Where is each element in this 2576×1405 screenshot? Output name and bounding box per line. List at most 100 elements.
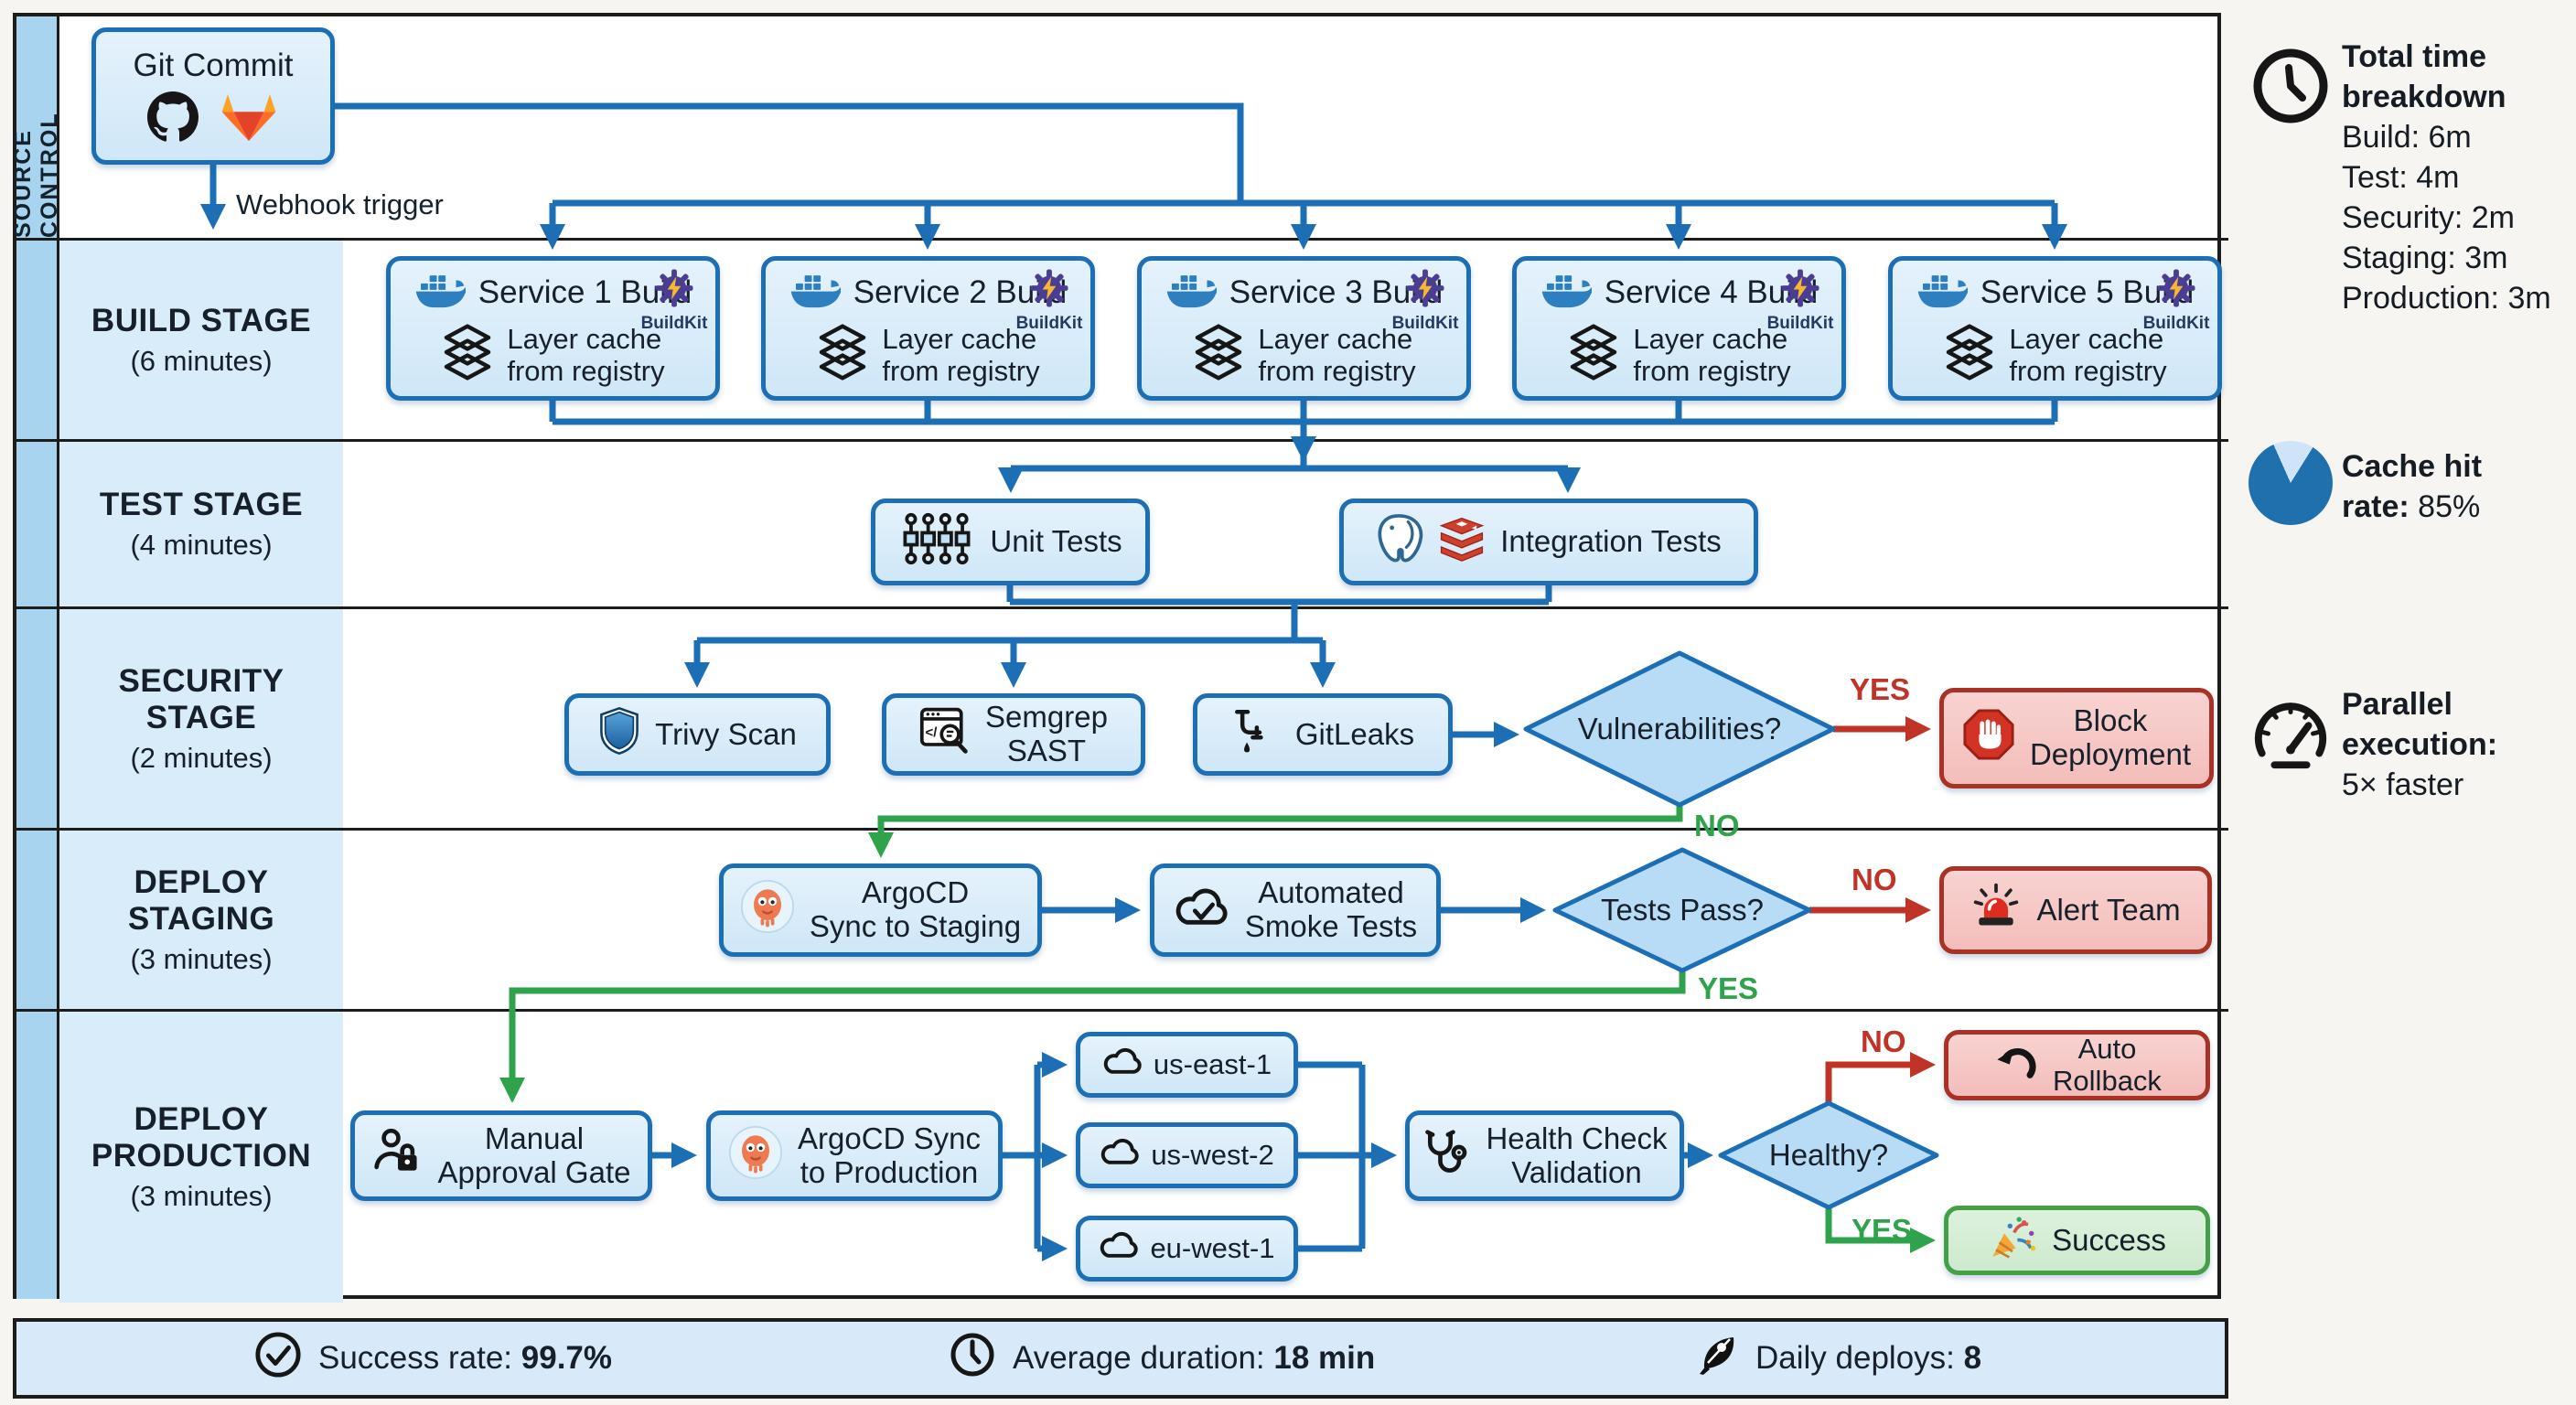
stethoscope-icon — [1422, 1128, 1471, 1185]
github-icon — [147, 91, 199, 150]
stop-hand-icon — [1962, 708, 2015, 768]
webhook-trigger-label: Webhook trigger — [236, 188, 444, 220]
region-eu-west-1-node[interactable]: eu-west-1 — [1076, 1216, 1298, 1282]
docker-icon — [1916, 269, 1969, 316]
band-test — [59, 442, 343, 606]
buildkit-badge: BuildKit — [1015, 268, 1083, 333]
layer-cache-icon — [816, 324, 869, 388]
buildkit-badge: BuildKit — [1766, 268, 1834, 333]
stage-label-staging: DEPLOY STAGING (3 minutes) — [127, 863, 275, 975]
edge-label-no-tests-pass: NO — [1852, 863, 1897, 896]
healthy-decision-label[interactable]: Healthy? — [1768, 1138, 1889, 1172]
layer-cache-icon — [1567, 324, 1620, 388]
postgresql-icon — [1376, 513, 1423, 572]
clock-icon — [949, 1331, 996, 1387]
unit-tests-node[interactable]: Unit Tests — [871, 499, 1150, 585]
band-build — [59, 241, 343, 439]
edge-label-yes-healthy: YES — [1852, 1213, 1913, 1247]
edge-label-yes-vulnerabilities: YES — [1850, 672, 1911, 706]
buildkit-badge: BuildKit — [1391, 268, 1459, 333]
row-separator — [13, 828, 2228, 831]
buildkit-badge: BuildKit — [640, 268, 708, 333]
docker-icon — [1540, 269, 1593, 316]
layer-cache-icon — [1192, 324, 1245, 388]
layer-cache-icon — [441, 324, 494, 388]
git-commit-node[interactable]: Git Commit — [91, 27, 335, 165]
docker-icon — [1165, 269, 1218, 316]
gitleaks-node[interactable]: GitLeaks — [1193, 693, 1453, 776]
healthy-decision-diamond — [1718, 1100, 1939, 1210]
docker-icon — [789, 269, 842, 316]
gitleaks-pipe-leak-icon — [1231, 706, 1281, 763]
row-separator — [13, 238, 2228, 241]
alert-team-node[interactable]: Alert Team — [1939, 866, 2212, 954]
buildkit-gear-icon — [1029, 268, 1069, 316]
cache-hit-rate: Cache hit rate: 85% — [2342, 449, 2483, 524]
clock-icon — [2252, 48, 2329, 129]
unit-tests-icon — [898, 512, 975, 573]
band-production — [59, 1012, 343, 1303]
row-separator — [13, 1009, 2228, 1012]
stage-label-test: TEST STAGE (4 minutes) — [99, 487, 304, 561]
edge-label-yes-tests-pass: YES — [1698, 971, 1759, 1005]
smoke-test-cloud-check-icon — [1174, 884, 1230, 937]
cloud-icon — [1102, 1046, 1143, 1084]
cloud-icon — [1100, 1136, 1140, 1174]
stage-label-build: BUILD STAGE (6 minutes) — [91, 302, 312, 377]
redis-icon — [1438, 516, 1486, 569]
gitlab-icon — [219, 90, 279, 152]
band-staging — [59, 831, 343, 1009]
person-lock-icon — [372, 1127, 424, 1185]
rollback-arrow-icon — [1992, 1042, 2038, 1089]
buildkit-gear-icon — [654, 268, 694, 316]
docker-icon — [414, 269, 467, 316]
buildkit-badge: BuildKit — [2142, 268, 2210, 333]
row-separator — [13, 606, 2228, 609]
speedometer-icon — [2249, 695, 2332, 777]
stage-strip — [16, 16, 59, 1299]
trivy-scan-node[interactable]: Trivy Scan — [564, 693, 831, 776]
semgrep-code-scan-icon: </ — [919, 705, 971, 764]
stage-label-production: DEPLOY PRODUCTION (3 minutes) — [91, 1101, 312, 1212]
band-security — [59, 609, 343, 828]
layer-cache-icon — [1943, 324, 1996, 388]
region-us-east-1-node[interactable]: us-east-1 — [1076, 1032, 1298, 1098]
tests-pass-decision-label[interactable]: Tests Pass? — [1601, 893, 1764, 927]
parallel-execution: Parallel execution: 5× faster — [2342, 687, 2498, 802]
check-circle-icon — [254, 1331, 302, 1387]
cache-hit-pie-chart — [2249, 441, 2333, 525]
integration-tests-node[interactable]: Integration Tests — [1339, 499, 1758, 585]
trivy-shield-icon — [598, 705, 640, 764]
party-popper-icon — [1988, 1212, 2037, 1269]
vulnerabilities-decision-label[interactable]: Vulnerabilities? — [1577, 712, 1782, 745]
buildkit-gear-icon — [2156, 268, 2196, 316]
daily-deploys-stat: Daily deploys: 8 — [1695, 1322, 1981, 1395]
argocd-icon — [728, 1125, 783, 1187]
svg-text:</: </ — [926, 725, 938, 741]
edge-label-no-vulnerabilities: NO — [1694, 809, 1740, 842]
buildkit-gear-icon — [1780, 268, 1820, 316]
stage-label-security: SECURITY STAGE (2 minutes) — [118, 662, 284, 774]
siren-icon — [1970, 883, 2022, 938]
success-rate-stat: Success rate: 99.7% — [254, 1322, 612, 1395]
region-us-west-2-node[interactable]: us-west-2 — [1076, 1122, 1298, 1188]
rocket-icon — [1695, 1333, 1739, 1385]
success-node[interactable]: Success — [1944, 1206, 2210, 1275]
edge-label-no-healthy: NO — [1861, 1024, 1906, 1058]
vulnerabilities-decision-diamond — [1523, 650, 1836, 808]
cloud-icon — [1099, 1229, 1139, 1268]
